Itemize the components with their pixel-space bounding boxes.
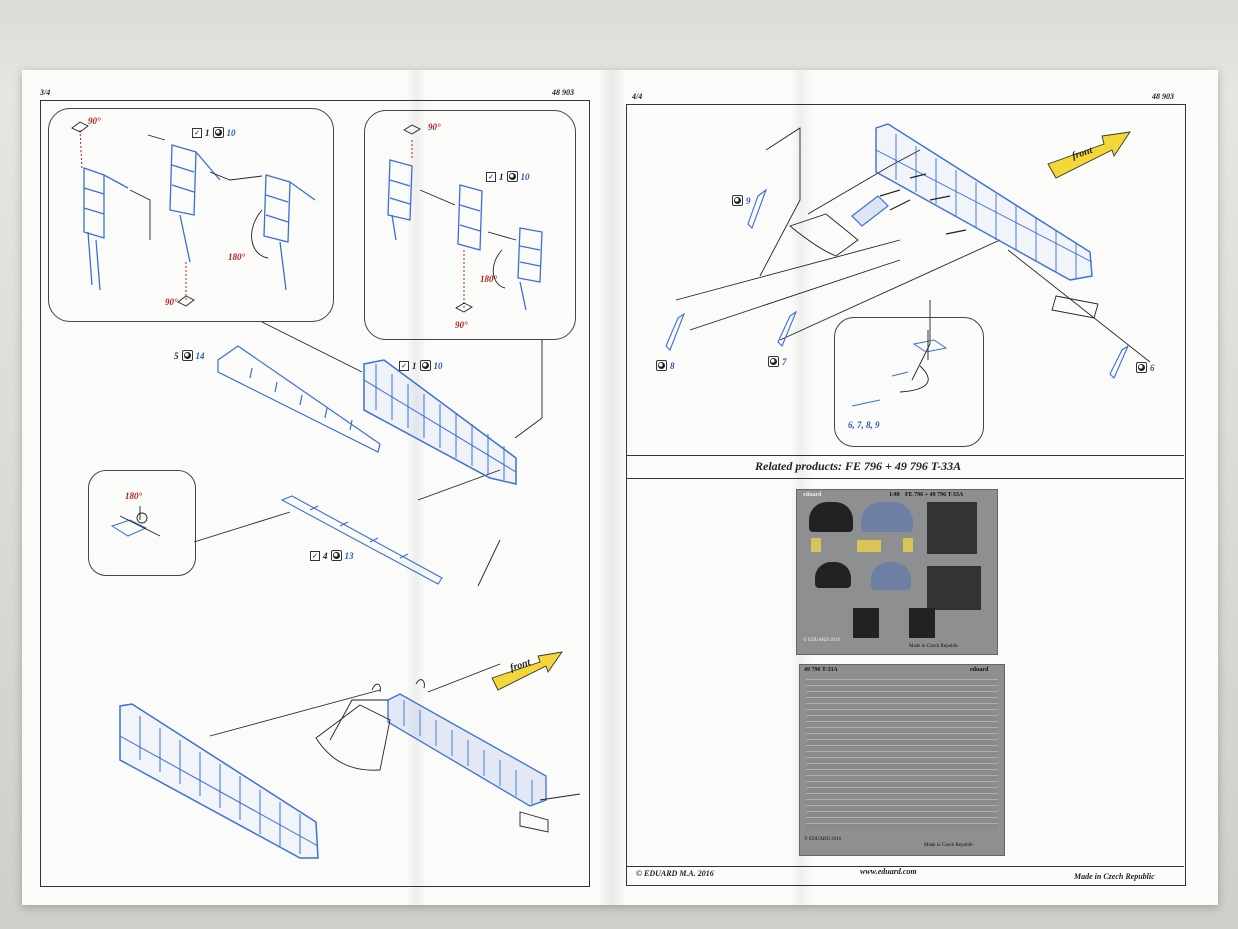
sheet-made: Made in Czech Republic [909,644,959,649]
etch-part-icon [506,171,518,182]
ref-step: 5 [174,350,179,361]
part-reference: ✓ 1 10 [399,360,443,371]
sheet-scale: 1/48 [889,492,900,498]
ref-part: 10 [226,127,236,138]
pe-sheet-steel: 49 796 T-33A eduard © EDUARD 2016 Made i… [799,664,1005,856]
front-arrow-left [491,651,563,691]
etch-part-icon [212,127,224,138]
ref-step: 1 [205,127,210,138]
front-arrow-right [1047,131,1131,179]
panel-dark [809,502,853,532]
etch-part-icon [1136,362,1147,373]
left-page-frame [40,100,590,887]
ref-part: 8 [670,360,675,371]
part-reference: 8 [656,360,675,371]
sheet-copyright: © EDUARD 2016 [803,638,841,643]
sheet-brand: eduard [803,492,822,498]
ref-part: 6 [1150,362,1155,373]
etch-part-icon [330,550,342,561]
detail-box-parts [834,317,984,447]
panel-blue [861,502,913,532]
sheet-made: Made in Czech Republic [924,843,974,848]
panel-dark [927,566,981,610]
pe-sheet-color: eduard 1/48 FE 796 + 49 796 T-33A © EDUA… [796,489,998,655]
panel-dark [909,608,935,638]
etch-part-icon [732,195,743,206]
ref-part: 9 [746,195,751,206]
angle-label: 180° [480,274,498,284]
detail-box-small [88,470,196,576]
check-icon: ✓ [486,171,496,182]
angle-label: 90° [88,116,101,126]
part-reference: ✓ 4 13 [310,550,354,561]
part-reference: 5 14 [174,350,205,361]
check-icon: ✓ [192,127,202,138]
sheet-copyright: © EDUARD 2016 [804,837,842,842]
sheet-code: FE 796 + 49 796 T-33A [905,492,964,498]
etch-part-icon [768,356,779,367]
ref-part: 10 [433,360,443,371]
panel-yellow [903,538,913,552]
angle-label: 90° [165,297,178,307]
angle-label: 90° [455,320,468,330]
footer-made-in: Made in Czech Republic [1074,872,1155,881]
ref-step: 1 [499,171,504,182]
ref-part: 7 [782,356,787,367]
part-reference: 6 [1136,362,1155,373]
right-page-frame [626,104,1186,886]
sheet-brand: eduard [970,667,989,673]
panel-dark [853,608,879,638]
right-page-number: 4/4 [632,92,643,101]
etch-part-icon [419,360,431,371]
center-fold-shadow [598,70,626,905]
left-kit-code: 48 903 [552,88,574,97]
panel-yellow [857,540,881,552]
panel-dark [815,562,851,588]
check-icon: ✓ [310,550,320,561]
panel-blue [871,562,911,590]
footer-website: www.eduard.com [860,867,917,876]
divider-line [626,866,1184,867]
part-reference: ✓ 1 10 [486,171,530,182]
part-reference: ✓ 1 10 [192,127,236,138]
check-icon: ✓ [399,360,409,371]
ref-part: 10 [520,171,530,182]
panel-dark [927,502,977,554]
panel-yellow [811,538,821,552]
ref-step: 1 [412,360,417,371]
detail-box-top-left [48,108,334,322]
angle-label: 180° [125,491,143,501]
part-reference: 7 [768,356,787,367]
ref-part: 14 [195,350,205,361]
fold-shadow-left [405,70,427,905]
instruction-sheet [22,70,1218,905]
etch-part-icon [181,350,193,361]
left-page-number: 3/4 [40,88,51,97]
detail-box-top-right [364,110,576,340]
etch-part-icon [656,360,667,371]
related-products-title: Related products: FE 796 + 49 796 T-33A [755,459,962,473]
right-kit-code: 48 903 [1152,92,1174,101]
sheet-code: 49 796 T-33A [804,667,838,673]
ref-step: 4 [323,550,328,561]
angle-label: 180° [228,252,246,262]
parts-grid [806,679,998,829]
angle-label: 90° [428,122,441,132]
footer-copyright: © EDUARD M.A. 2016 [636,869,714,878]
divider-line [626,478,1184,479]
detail-label: 6, 7, 8, 9 [848,420,880,430]
ref-part: 13 [344,550,354,561]
divider-line [626,455,1184,456]
part-reference: 9 [732,195,751,206]
